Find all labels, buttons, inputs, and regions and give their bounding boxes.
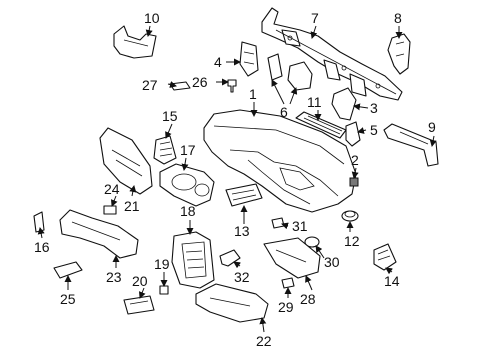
callout-6: 6 [280, 104, 288, 120]
callout-19: 19 [154, 256, 170, 272]
callout-9: 9 [428, 119, 436, 135]
callout-13: 13 [234, 223, 250, 239]
part-19-clip [159, 285, 169, 295]
part-22-knee-bolster [195, 283, 269, 323]
callout-12: 12 [344, 233, 360, 249]
part-23-lower-panel [59, 209, 139, 259]
part-31-clip [271, 217, 285, 229]
part-15-vent [153, 135, 177, 165]
callout-10: 10 [144, 10, 160, 26]
callout-17: 17 [180, 142, 196, 158]
callout-4: 4 [214, 54, 222, 70]
part-21-side-panel [99, 127, 153, 195]
part-25-trim-plate [53, 261, 83, 279]
part-5-bracket [345, 121, 361, 147]
callout-1: 1 [249, 86, 257, 102]
callout-11: 11 [307, 94, 322, 110]
part-24-clip [103, 205, 117, 215]
part-4-bracket [239, 41, 259, 77]
part-18-center-panel [171, 231, 215, 289]
part-20-housing [123, 295, 155, 315]
callout-32: 32 [234, 269, 250, 285]
part-27-clip [169, 81, 191, 91]
part-12-knob [341, 210, 359, 222]
callout-31: 31 [292, 218, 308, 234]
part-10-bracket [113, 25, 157, 59]
callout-22: 22 [256, 333, 272, 349]
callout-27: 27 [142, 77, 158, 93]
callout-25: 25 [60, 291, 76, 307]
callout-21: 21 [124, 198, 140, 214]
callout-26: 26 [192, 74, 208, 90]
leader-lines [37, 25, 437, 333]
callout-5: 5 [370, 122, 378, 138]
part-29-button [281, 277, 295, 289]
callout-28: 28 [300, 291, 316, 307]
part-30-knob [304, 236, 320, 248]
part-2-clip [349, 177, 359, 187]
callout-16: 16 [34, 239, 50, 255]
callout-14: 14 [384, 273, 400, 289]
callout-24: 24 [104, 181, 120, 197]
callout-labels: 10 7 8 4 27 26 1 6 11 3 5 9 15 17 2 24 2… [34, 10, 436, 349]
part-7-cross-beam [261, 7, 403, 101]
part-14-vent [373, 243, 397, 271]
part-26-screw [227, 79, 237, 93]
part-3-bracket [331, 87, 357, 121]
callout-20: 20 [132, 273, 148, 289]
callout-23: 23 [106, 269, 122, 285]
part-9-reinforcement [383, 123, 439, 167]
part-28-glove-box [263, 237, 321, 279]
callout-18: 18 [180, 203, 196, 219]
part-11-defroster-grille [295, 111, 347, 139]
callout-7: 7 [311, 10, 319, 26]
callout-30: 30 [324, 254, 340, 270]
part-6-brackets [267, 53, 313, 91]
callout-2: 2 [351, 152, 359, 168]
part-13-control-panel [225, 183, 263, 207]
part-1-instrument-panel [203, 109, 357, 213]
callout-29: 29 [278, 299, 294, 315]
callout-3: 3 [370, 100, 378, 116]
part-17-cluster-bezel [159, 163, 215, 207]
callout-15: 15 [162, 108, 178, 124]
callout-8: 8 [394, 10, 402, 26]
part-16-bracket [33, 211, 45, 233]
part-8-side-bracket [387, 33, 411, 75]
